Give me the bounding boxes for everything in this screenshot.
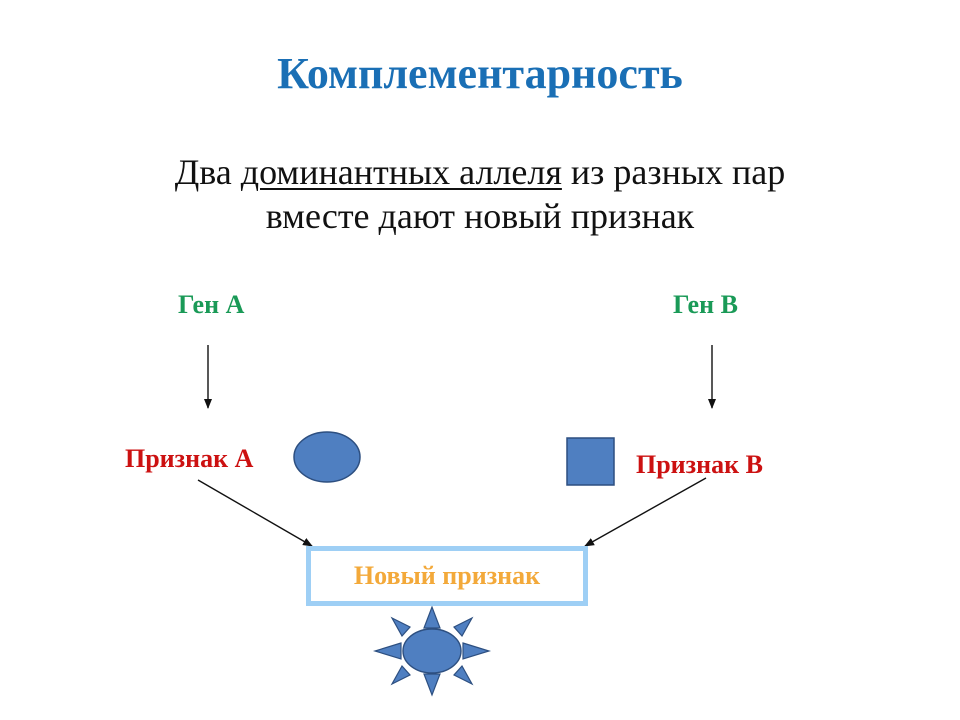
subtitle-text-before: Два — [174, 152, 241, 192]
slide-subtitle: Два доминантных аллеля из разных пар вме… — [0, 150, 960, 238]
trait-a-label: Признак А — [125, 444, 254, 473]
new-trait-box: Новый признак — [306, 546, 588, 606]
slide-title: Комплементарность — [277, 49, 683, 98]
subtitle-underlined-term: доминантных аллеля — [240, 152, 562, 192]
arrow-trait-a-to-new-trait — [197, 479, 313, 547]
trait-b-label: Признак В — [636, 450, 763, 479]
subtitle-line-2: вместе дают новый признак — [265, 196, 695, 236]
gene-b-label: Ген В — [673, 290, 738, 319]
subtitle-line-1: Два доминантных аллеля из разных пар — [0, 150, 960, 194]
new-trait-label: Новый признак — [353, 561, 541, 590]
sun-icon — [372, 605, 492, 697]
trait-b-square-shape — [566, 437, 615, 486]
trait-a-ellipse-shape — [293, 431, 361, 483]
subtitle-text-after: из разных пар — [561, 152, 786, 192]
arrow-trait-b-to-new-trait — [584, 477, 707, 547]
gene-a-label: Ген А — [178, 290, 245, 319]
